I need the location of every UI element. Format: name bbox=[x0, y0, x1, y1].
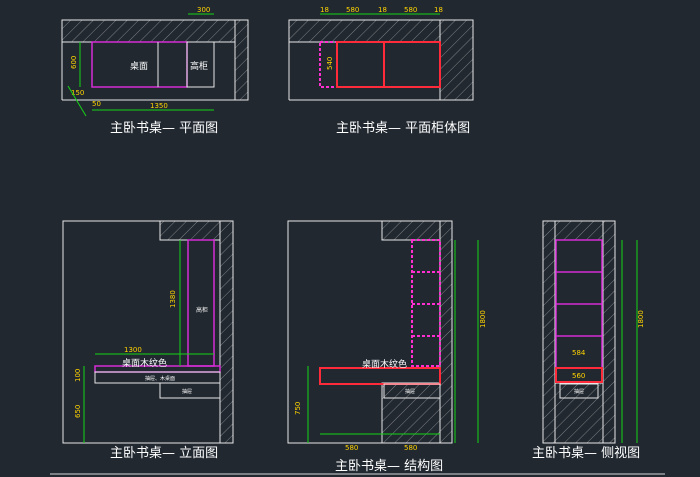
structure-view: 抽屉 桌面木纹色 750 580 580 1800 主卧书桌— 结构图 bbox=[287, 220, 487, 474]
caption-elevation: 主卧书桌— 立面图 bbox=[110, 446, 218, 461]
desk-top-label: 桌面 bbox=[130, 60, 148, 72]
dim-300: 300 bbox=[197, 6, 210, 14]
dim-150: 150 bbox=[71, 89, 84, 97]
struct-floor-block bbox=[381, 382, 441, 444]
elev-dim-100: 100 bbox=[74, 369, 82, 382]
cab-box-right bbox=[383, 41, 441, 88]
struct-dim-580a: 580 bbox=[345, 444, 358, 452]
dim-line-diagonal bbox=[67, 85, 87, 117]
struct-right-wall bbox=[439, 220, 453, 444]
elev-tall-cabinet-label: 高柜 bbox=[196, 306, 208, 314]
cab-right-wall bbox=[439, 19, 474, 101]
tall-cabinet-outline bbox=[186, 41, 215, 88]
plan-top-wall bbox=[61, 19, 249, 43]
cab-dim-18a: 18 bbox=[320, 6, 329, 14]
cab-dim-18b: 18 bbox=[378, 6, 387, 14]
struct-dim-580b: 580 bbox=[404, 444, 417, 452]
caption-plan: 主卧书桌— 平面图 bbox=[110, 121, 218, 136]
side-view: 抽屉 1800 560 584 主卧书桌— 侧视图 bbox=[532, 220, 645, 461]
side-drawer-box bbox=[559, 383, 599, 399]
cab-box-left bbox=[336, 41, 385, 88]
caption-plan-cabinet: 主卧书桌— 平面柜体图 bbox=[336, 121, 470, 136]
cab-dim-18c: 18 bbox=[434, 6, 443, 14]
side-right-wall bbox=[602, 220, 616, 444]
struct-desk-board bbox=[319, 367, 441, 385]
side-dim-560: 560 bbox=[572, 372, 585, 380]
elevation-view: 高柜 抽屉、木桌面 抽屉 桌面木纹色 1300 1380 100 650 主卧书… bbox=[62, 220, 234, 461]
elev-wood-grain-label: 桌面木纹色 bbox=[122, 357, 167, 369]
elev-drawer-row bbox=[94, 371, 221, 384]
elev-tall-cabinet bbox=[187, 239, 215, 367]
elev-lower-box bbox=[159, 382, 221, 399]
elev-lower-box-label: 抽屉 bbox=[182, 388, 192, 395]
elev-drawer-label: 抽屉、木桌面 bbox=[145, 375, 175, 382]
dim-600: 600 bbox=[70, 56, 78, 69]
struct-dim-1800: 1800 bbox=[479, 310, 487, 328]
struct-tall-cabinet bbox=[411, 239, 441, 367]
side-desk-board bbox=[555, 367, 603, 383]
elev-ceiling-wall bbox=[159, 220, 221, 241]
cab-dim-540: 540 bbox=[326, 57, 334, 70]
dim-50: 50 bbox=[92, 100, 101, 108]
elev-right-wall bbox=[219, 220, 234, 444]
tall-cabinet-label: 高柜 bbox=[190, 60, 208, 72]
side-dim-584: 584 bbox=[572, 349, 586, 357]
elev-dim-1380: 1380 bbox=[169, 290, 177, 308]
side-ceiling-wall bbox=[554, 220, 604, 241]
struct-dim-750: 750 bbox=[294, 402, 302, 415]
elev-dim-650: 650 bbox=[74, 405, 82, 418]
caption-structure: 主卧书桌— 结构图 bbox=[335, 459, 443, 474]
caption-side: 主卧书桌— 侧视图 bbox=[532, 446, 640, 461]
side-left-wall bbox=[542, 220, 556, 444]
elev-dim-1300: 1300 bbox=[124, 346, 142, 354]
struct-wood-grain-label: 桌面木纹色 bbox=[362, 358, 407, 370]
plan-right-wall bbox=[234, 19, 249, 101]
side-floor-block bbox=[554, 382, 604, 444]
cab-left-panel bbox=[319, 41, 338, 88]
plan-view: 桌面 高柜 300 600 150 1350 50 主卧书桌— 平面图 bbox=[61, 6, 249, 136]
cab-dim-580b: 580 bbox=[404, 6, 417, 14]
dim-1350: 1350 bbox=[150, 102, 168, 110]
struct-drawer-label: 抽屉 bbox=[405, 388, 415, 395]
cab-dim-580a: 580 bbox=[346, 6, 359, 14]
plan-cabinet-view: 18 580 18 580 18 540 主卧书桌— 平面柜体图 bbox=[288, 6, 474, 136]
side-dim-1800: 1800 bbox=[637, 310, 645, 328]
struct-drawer-box bbox=[383, 383, 441, 399]
elev-frame bbox=[62, 220, 234, 444]
struct-ceiling-wall bbox=[381, 220, 441, 241]
side-drawer-label: 抽屉 bbox=[574, 388, 584, 395]
